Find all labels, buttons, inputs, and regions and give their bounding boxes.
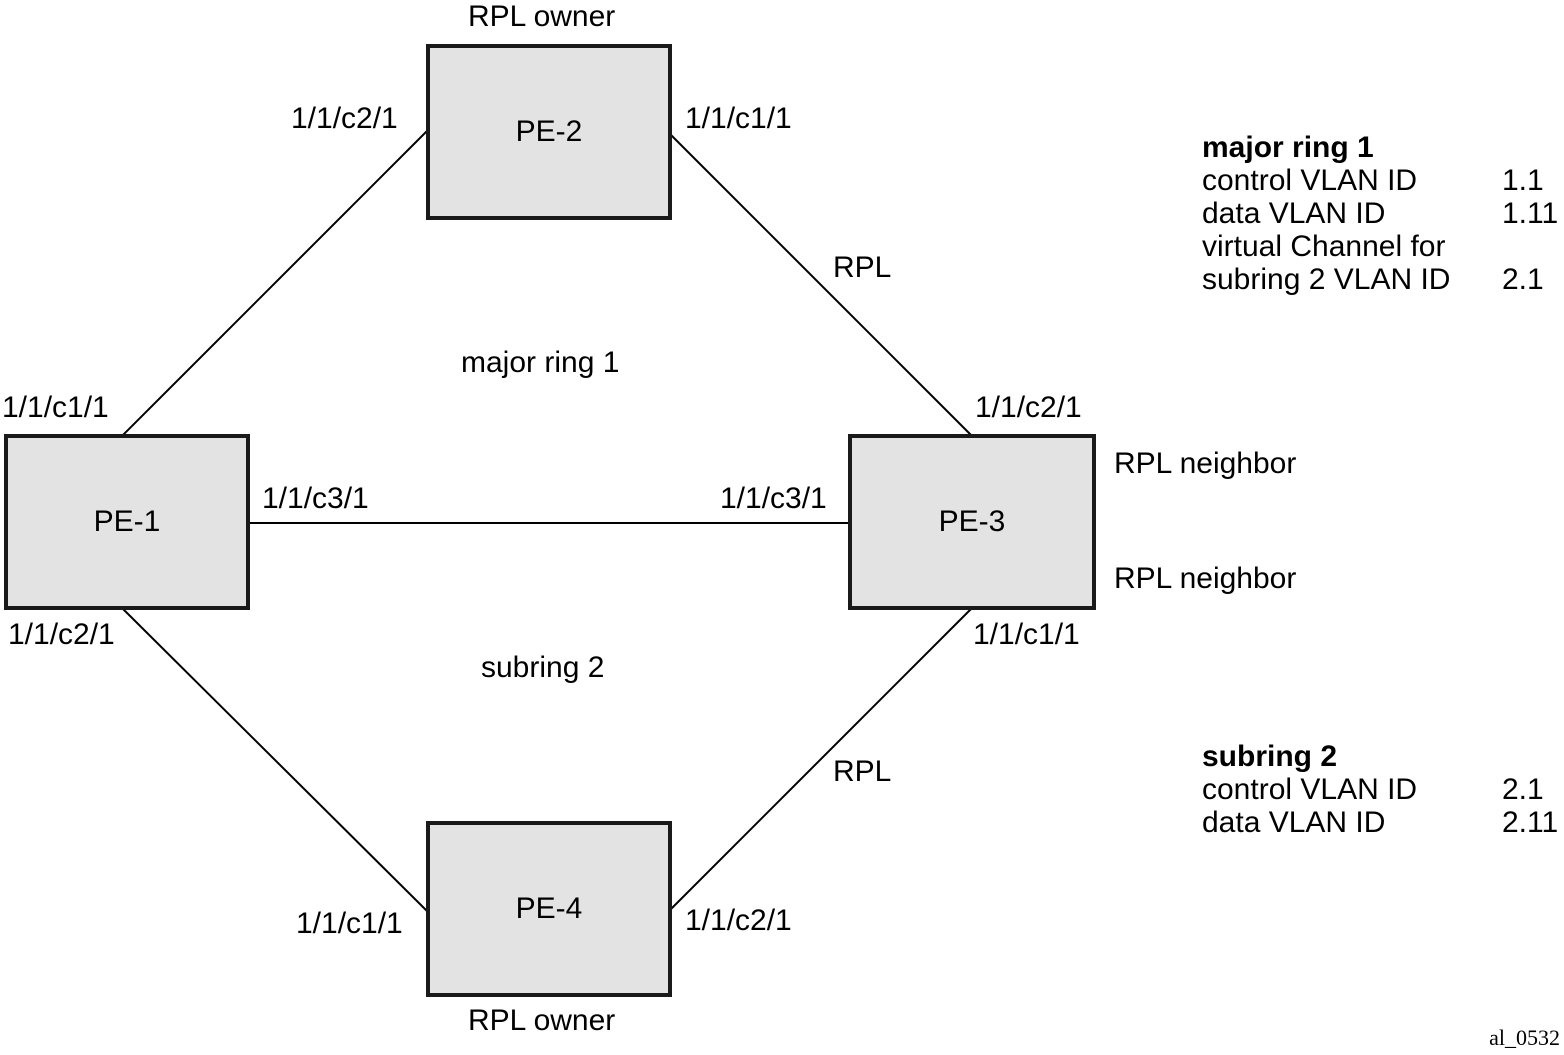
legend-sub-title: subring 2 bbox=[1202, 740, 1338, 773]
legend-key: control VLAN ID bbox=[1202, 773, 1418, 806]
node-pe2-label: PE-2 bbox=[515, 115, 583, 148]
node-pe3[interactable]: PE-3 bbox=[848, 434, 1096, 610]
node-pe4[interactable]: PE-4 bbox=[426, 821, 672, 997]
legend-value: 1.1 bbox=[1502, 164, 1544, 197]
legend-key: data VLAN ID bbox=[1202, 197, 1386, 230]
node-pe4-label: PE-4 bbox=[515, 892, 583, 925]
legend-row: virtual Channel for bbox=[1202, 230, 1558, 263]
port-pe2-to-pe3: 1/1/c1/1 bbox=[685, 102, 792, 135]
subring-label: subring 2 bbox=[481, 651, 605, 684]
major-ring-label: major ring 1 bbox=[461, 346, 620, 379]
legend-row: data VLAN ID 2.11 bbox=[1202, 806, 1558, 839]
port-pe2-to-pe1: 1/1/c2/1 bbox=[291, 102, 398, 135]
link-pe3-pe4 bbox=[669, 607, 973, 911]
rpl-major-label: RPL bbox=[833, 251, 892, 284]
legend-row: control VLAN ID 1.1 bbox=[1202, 164, 1558, 197]
pe3-role-major-label: RPL neighbor bbox=[1114, 447, 1297, 480]
legend-key: data VLAN ID bbox=[1202, 806, 1386, 839]
figure-id: al_0532 bbox=[1489, 1025, 1560, 1050]
node-pe2[interactable]: PE-2 bbox=[426, 44, 672, 220]
legend-key: virtual Channel for bbox=[1202, 230, 1446, 263]
port-pe3-to-pe2: 1/1/c2/1 bbox=[975, 391, 1082, 424]
legend-value: 2.1 bbox=[1502, 263, 1544, 296]
port-pe3-to-pe1: 1/1/c3/1 bbox=[720, 482, 827, 515]
port-pe4-to-pe1: 1/1/c1/1 bbox=[296, 907, 403, 940]
legend-value: 2.1 bbox=[1502, 773, 1544, 806]
port-pe3-to-pe4: 1/1/c1/1 bbox=[973, 618, 1080, 651]
legend-value: 2.11 bbox=[1502, 806, 1559, 839]
port-pe1-to-pe4: 1/1/c2/1 bbox=[8, 618, 115, 651]
port-pe4-to-pe3: 1/1/c2/1 bbox=[685, 904, 792, 937]
link-pe2-pe3 bbox=[669, 133, 973, 437]
legend-value: 1.11 bbox=[1502, 197, 1559, 230]
legend-row: data VLAN ID 1.11 bbox=[1202, 197, 1558, 230]
pe2-role-label: RPL owner bbox=[468, 0, 616, 33]
legend-major-ring: major ring 1 control VLAN ID 1.1 data VL… bbox=[1202, 131, 1558, 296]
legend-key: subring 2 VLAN ID bbox=[1202, 263, 1451, 296]
legend-subring: subring 2 control VLAN ID 2.1 data VLAN … bbox=[1202, 740, 1558, 839]
pe4-role-label: RPL owner bbox=[468, 1004, 616, 1037]
port-pe1-to-pe2: 1/1/c1/1 bbox=[2, 391, 109, 424]
link-pe1-pe2 bbox=[121, 129, 429, 437]
rpl-sub-label: RPL bbox=[833, 755, 892, 788]
node-pe1[interactable]: PE-1 bbox=[4, 434, 250, 610]
legend-row: subring 2 VLAN ID 2.1 bbox=[1202, 263, 1558, 296]
link-pe1-pe4 bbox=[121, 607, 429, 913]
node-pe3-label: PE-3 bbox=[938, 505, 1006, 538]
legend-major-title: major ring 1 bbox=[1202, 131, 1374, 164]
pe3-role-sub-label: RPL neighbor bbox=[1114, 562, 1297, 595]
legend-row: control VLAN ID 2.1 bbox=[1202, 773, 1558, 806]
node-pe1-label: PE-1 bbox=[93, 505, 161, 538]
port-pe1-to-pe3: 1/1/c3/1 bbox=[262, 482, 369, 515]
legend-key: control VLAN ID bbox=[1202, 164, 1418, 197]
